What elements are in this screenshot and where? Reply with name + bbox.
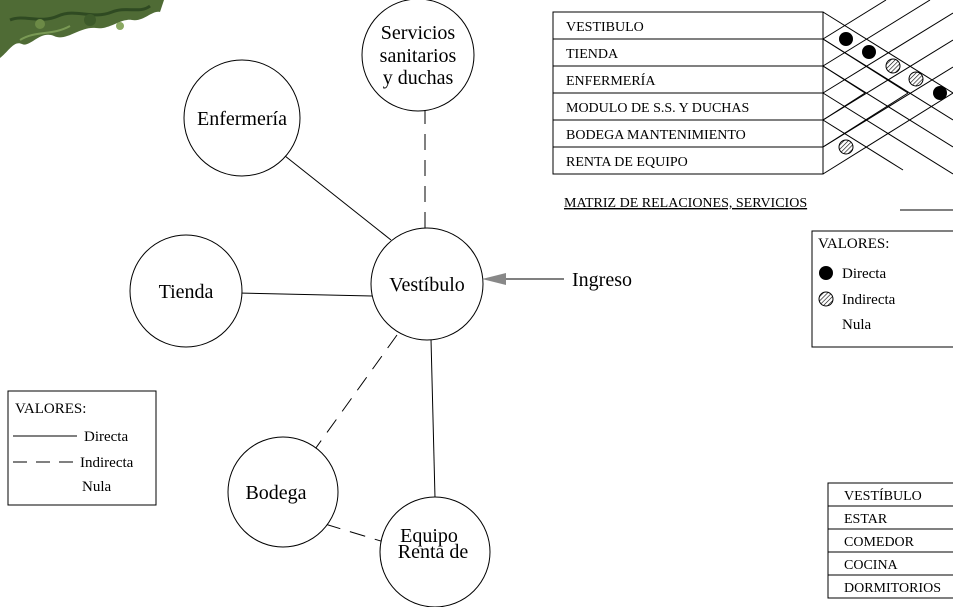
matrix-row-4: MODULO DE S.S. Y DUCHAS [566, 101, 749, 116]
table-row-2: ESTAR [844, 512, 888, 527]
legend-lines-indirect: Indirecta [80, 455, 134, 471]
table-row-1: VESTÍBULO [844, 487, 922, 504]
node-servicios-line3: y duchas [383, 67, 454, 89]
link-bodega-equipo [324, 523, 385, 543]
matrix-row-6: RENTA DE EQUIPO [566, 155, 688, 170]
connections [237, 110, 564, 543]
matrix-row-2: TIENDA [566, 47, 619, 62]
relation-dot-direct [839, 32, 853, 46]
legend-dots-null: Nula [842, 317, 872, 333]
node-equipo: Equipo Renta de [379, 496, 491, 607]
matrix-grid [822, 0, 953, 175]
entry-arrow-icon [482, 273, 506, 285]
node-equipo-line1: Equipo [400, 525, 458, 547]
relations-matrix: VESTIBULO TIENDA ENFERMERÍA MODULO DE S.… [552, 0, 953, 175]
node-bodega-label: Bodega [245, 482, 306, 504]
node-servicios-line2: sanitarios [380, 45, 457, 67]
matrix-caption: MATRIZ DE RELACIONES, SERVICIOS [564, 196, 807, 211]
relation-dot-direct [862, 45, 876, 59]
plant-decoration [0, 0, 164, 58]
legend-dots: VALORES: Directa Indirecta Nula [811, 230, 953, 348]
entry-label: Ingreso [572, 269, 632, 291]
legend-dot-indirect-icon [818, 291, 834, 307]
link-vestibulo-bodega [312, 334, 398, 453]
relation-dot-indirect [908, 71, 924, 87]
node-enfermeria-label: Enfermería [197, 108, 287, 130]
table-row-5: DORMITORIOS [844, 581, 941, 596]
relation-dot-indirect [838, 139, 854, 155]
link-vestibulo-enfermeria [279, 151, 392, 241]
table-row-3: COMEDOR [844, 535, 915, 550]
matrix-row-5: BODEGA MANTENIMIENTO [566, 128, 746, 143]
link-vestibulo-equipo [430, 338, 436, 499]
legend-lines-null: Nula [82, 479, 112, 495]
legend-dots-indirect: Indirecta [842, 292, 896, 308]
relation-dot-indirect [885, 58, 901, 74]
legend-lines-title: VALORES: [15, 401, 86, 417]
node-tienda-label: Tienda [159, 281, 214, 303]
legend-dots-direct: Directa [842, 266, 886, 282]
matrix-row-1: VESTIBULO [566, 20, 644, 35]
node-enfermeria: Enfermería [183, 59, 301, 177]
legend-lines-direct: Directa [84, 429, 128, 445]
node-bodega: Bodega [227, 436, 339, 548]
legend-dot-direct-icon [819, 266, 833, 280]
relation-dot-direct [933, 86, 947, 100]
second-table: VESTÍBULO ESTAR COMEDOR COCINA DORMITORI… [827, 482, 953, 599]
table-row-4: COCINA [844, 558, 899, 573]
node-servicios: Servicios sanitarios y duchas [361, 0, 475, 112]
node-servicios-line1: Servicios [381, 22, 456, 44]
link-vestibulo-tienda [237, 292, 373, 297]
node-vestibulo: Vestíbulo [370, 227, 484, 341]
legend-lines: VALORES: Directa Indirecta Nula [7, 390, 157, 506]
node-tienda: Tienda [129, 234, 243, 348]
legend-dots-title: VALORES: [818, 236, 889, 252]
node-equipo-line2: Renta de [398, 541, 469, 563]
matrix-row-3: ENFERMERÍA [566, 72, 656, 89]
node-vestibulo-label: Vestíbulo [389, 274, 465, 296]
